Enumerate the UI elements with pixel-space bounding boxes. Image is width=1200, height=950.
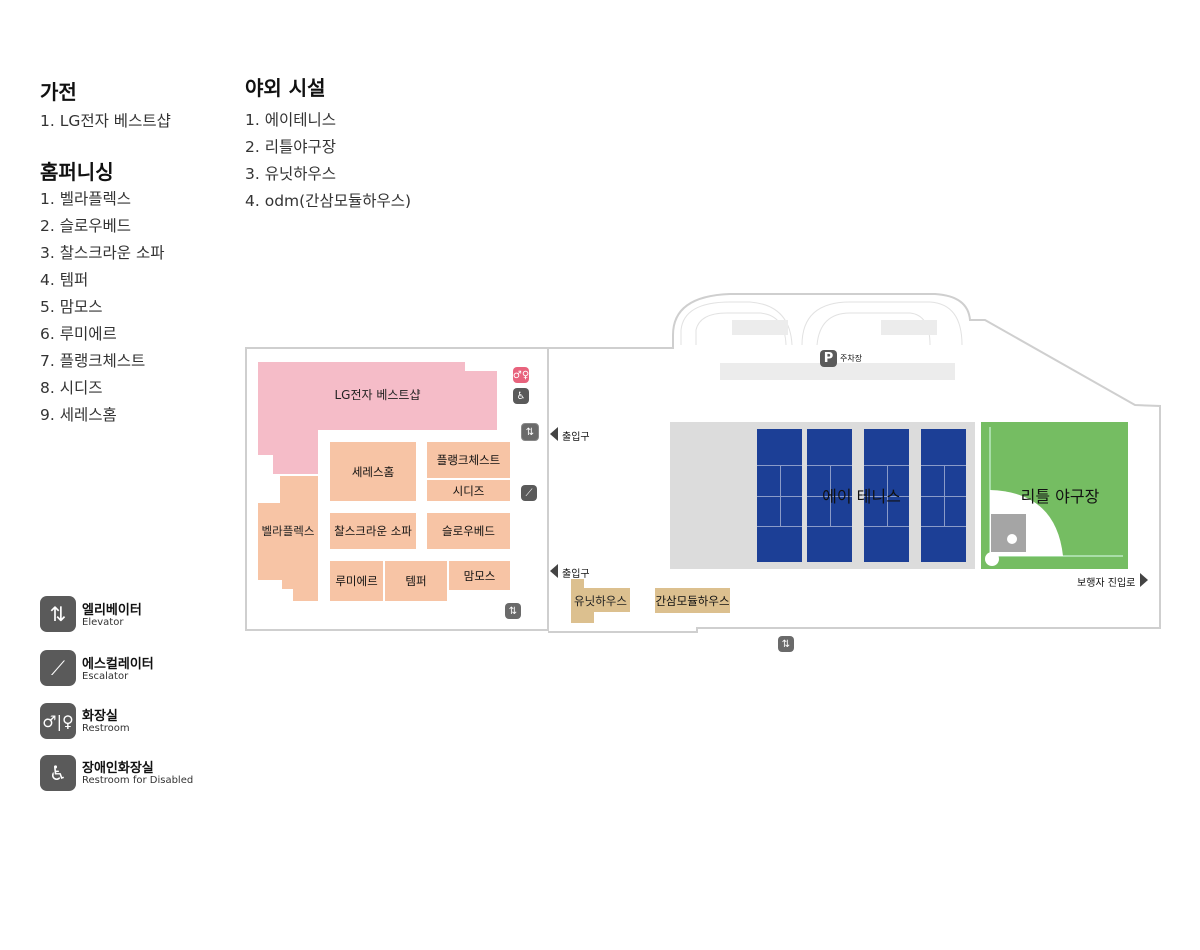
appliances-title: 가전: [40, 80, 77, 104]
list-item[interactable]: 5. 맘모스: [40, 298, 103, 316]
store-sidiz[interactable]: 시디즈: [427, 480, 510, 501]
lg-bestshop-area: [258, 362, 497, 474]
pedestrian-arrow-icon: [1140, 573, 1148, 587]
list-item[interactable]: 3. 찰스크라운 소파: [40, 244, 165, 262]
escalator-icon: ⟋: [521, 485, 537, 501]
entrance-label: 출입구: [562, 569, 590, 580]
bellaplex-area: [258, 476, 318, 601]
wheelchair-icon: ♿: [40, 755, 76, 791]
elevator-icon: ⇅: [40, 596, 76, 632]
store-bellaplex[interactable]: 벨라플렉스: [261, 524, 315, 538]
store-unit-house[interactable]: 유닛하우스: [574, 594, 627, 608]
home-furnishing-title: 홈퍼니싱: [40, 160, 114, 184]
store-lg-bestshop[interactable]: LG전자 베스트샵: [334, 388, 421, 402]
wheelchair-icon: ♿: [513, 388, 529, 404]
restroom-icon: ♂♀: [513, 367, 529, 383]
parking-label: 주차장: [840, 354, 863, 363]
list-item[interactable]: 1. 벨라플렉스: [40, 190, 132, 208]
store-tempur[interactable]: 템퍼: [385, 561, 447, 601]
parking-stalls: [720, 363, 955, 380]
legend-label: 엘리베이터: [82, 603, 142, 618]
list-item[interactable]: 2. 슬로우베드: [40, 217, 132, 235]
legend-sublabel: Restroom: [82, 723, 130, 734]
list-item[interactable]: 3. 유닛하우스: [245, 165, 337, 183]
elevator-icon: ⇅: [778, 636, 794, 652]
store-plank-chest[interactable]: 플랭크체스트: [427, 442, 510, 478]
list-item[interactable]: 1. LG전자 베스트샵: [40, 112, 171, 130]
entrance-arrow-icon: [550, 564, 558, 578]
parking-stalls: [732, 320, 788, 335]
entrance-arrow-icon: [550, 427, 558, 441]
unit-house-area: [571, 579, 630, 623]
escalator-icon: ⟋: [40, 650, 76, 686]
pedestrian-entrance-label: 보행자 진입로: [1077, 578, 1136, 589]
tennis-court: [807, 429, 852, 562]
list-item[interactable]: 4. 템퍼: [40, 271, 89, 289]
parking-stalls: [881, 320, 937, 335]
legend-sublabel: Restroom for Disabled: [82, 775, 194, 786]
legend-sublabel: Escalator: [82, 671, 129, 682]
tennis-court: [921, 429, 966, 562]
list-item[interactable]: 1. 에이테니스: [245, 111, 337, 129]
home-furnishing-list: 1. 벨라플렉스 2. 슬로우베드 3. 찰스크라운 소파 4. 템퍼 5. 맘…: [40, 186, 164, 429]
store-ceres-home[interactable]: 세레스홈: [330, 442, 416, 501]
elevator-icon: ⇅: [505, 603, 521, 619]
list-item[interactable]: 7. 플랭크체스트: [40, 352, 146, 370]
list-item[interactable]: 2. 리틀야구장: [245, 138, 337, 156]
outdoor-list: 1. 에이테니스 2. 리틀야구장 3. 유닛하우스 4. odm(간삼모듈하우…: [245, 107, 411, 215]
parking-icon: P: [820, 350, 837, 367]
list-item[interactable]: 9. 세레스홈: [40, 406, 117, 424]
store-lumiere[interactable]: 루미에르: [330, 561, 383, 601]
legend-label: 화장실: [82, 709, 118, 724]
baseball-label[interactable]: 리틀 야구장: [1020, 487, 1100, 506]
legend-label: 에스컬레이터: [82, 657, 154, 672]
store-slow-bed[interactable]: 슬로우베드: [427, 513, 510, 549]
legend-label: 장애인화장실: [82, 761, 154, 776]
baseball-field[interactable]: [981, 422, 1128, 569]
store-gansam-module-house[interactable]: 간삼모듈하우스: [655, 588, 730, 613]
elevator-icon: ⇅: [521, 423, 539, 441]
store-mammoth[interactable]: 맘모스: [449, 561, 510, 590]
list-item[interactable]: 8. 시디즈: [40, 379, 103, 397]
tennis-court: [864, 429, 909, 562]
store-charles-crown-sofa[interactable]: 찰스크라운 소파: [330, 513, 416, 549]
list-item[interactable]: 6. 루미에르: [40, 325, 117, 343]
tennis-court: [757, 429, 802, 562]
outdoor-title: 야외 시설: [245, 76, 326, 100]
tennis-label[interactable]: 에이 테니스: [822, 487, 901, 506]
entrance-label: 출입구: [562, 432, 590, 443]
restroom-icon: ♂|♀: [40, 703, 76, 739]
legend-sublabel: Elevator: [82, 617, 124, 628]
list-item[interactable]: 4. odm(간삼모듈하우스): [245, 192, 412, 210]
